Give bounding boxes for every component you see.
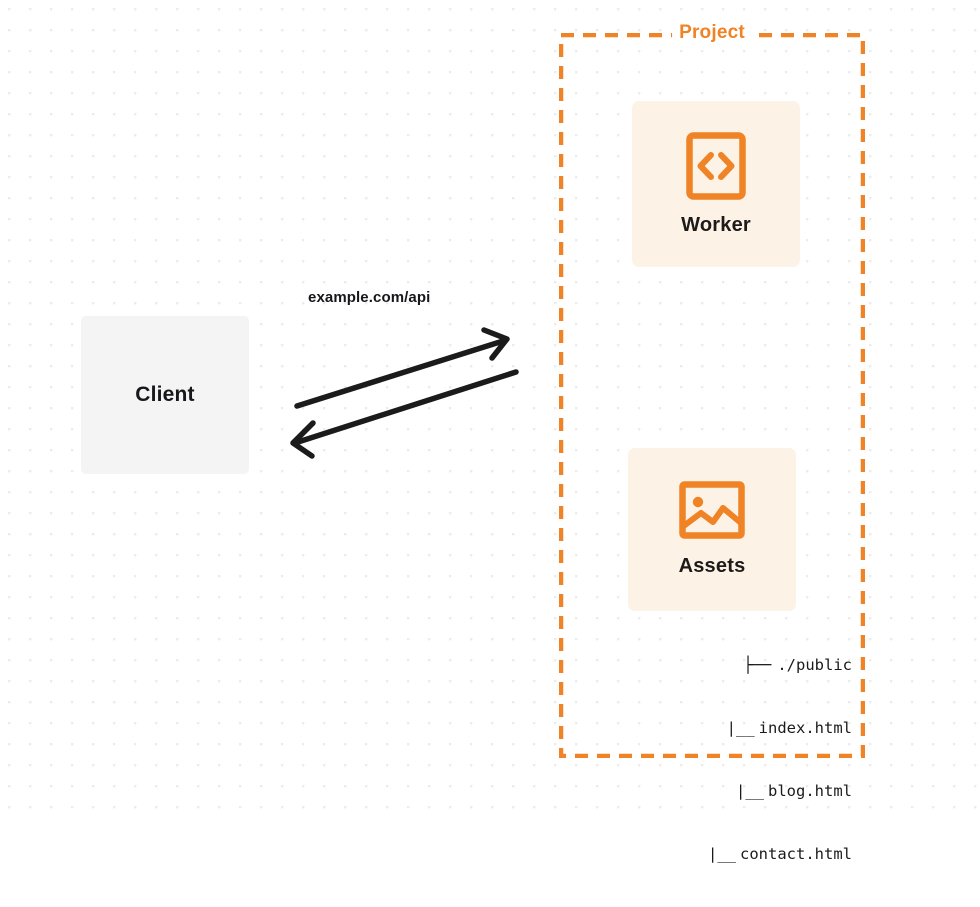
file-tree-row: |__contact.html [607, 844, 852, 865]
file-tree-row: |__index.html [607, 718, 852, 739]
project-title: Project [672, 22, 752, 44]
code-brackets-icon [686, 131, 746, 200]
file-tree-row: ├── ./public [607, 655, 852, 676]
client-label: Client [135, 383, 195, 406]
assets-file-tree: ├──./public |__index.html |__blog.html |… [607, 613, 852, 907]
tree-item-name: blog.html [768, 782, 852, 800]
diagram-canvas: Client example.com/api Project [0, 0, 980, 863]
tree-branch-glyph: |__ [726, 719, 755, 737]
project-dashed-border [559, 33, 865, 758]
connection-label: example.com/api [308, 289, 431, 306]
tree-branch-glyph: ├── [743, 656, 772, 674]
request-arrow [294, 327, 510, 409]
file-tree-row: |__blog.html [607, 781, 852, 802]
tree-branch-glyph: |__ [736, 782, 764, 800]
tree-item-name: index.html [758, 719, 852, 737]
tree-branch-glyph: |__ [708, 845, 737, 863]
tree-item-name: ./public [777, 656, 852, 674]
worker-label: Worker [681, 213, 751, 236]
project-group: Project Worker Assets [559, 22, 865, 863]
client-node[interactable]: Client [81, 316, 249, 474]
worker-card[interactable]: Worker [632, 101, 800, 267]
image-icon [679, 481, 745, 539]
assets-label: Assets [678, 555, 746, 577]
assets-card[interactable]: Assets [628, 448, 796, 611]
tree-item-name: contact.html [740, 845, 852, 863]
response-arrow [290, 369, 519, 459]
